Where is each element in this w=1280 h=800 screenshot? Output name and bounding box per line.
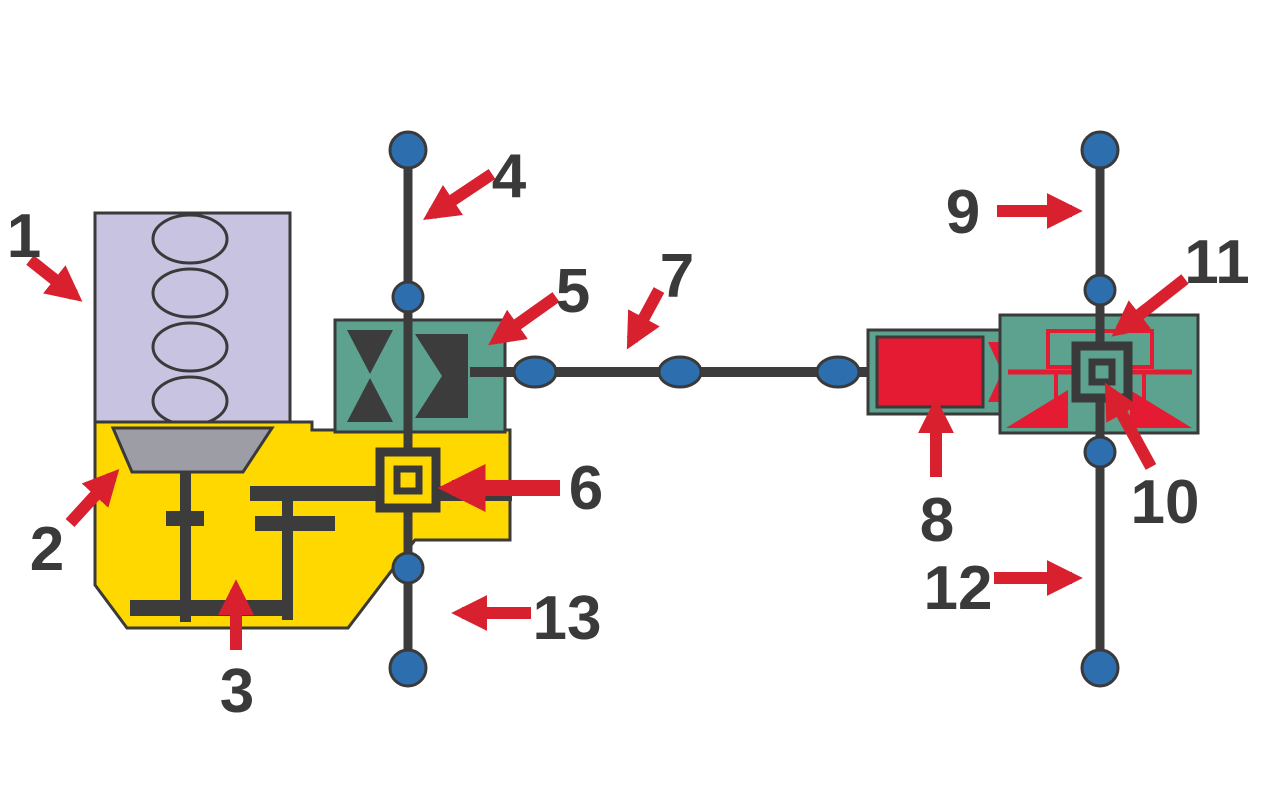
- callout-label-13: 13: [533, 584, 602, 653]
- rear-wheel-hub-top: [1080, 130, 1120, 170]
- engine-housing: [93, 211, 292, 428]
- pointer-arrow-10: [1104, 382, 1157, 470]
- front-axle-joints: [388, 130, 428, 688]
- output-gear: [415, 334, 468, 418]
- gear: [130, 600, 290, 616]
- callout-label-10: 10: [1131, 468, 1200, 537]
- u-joint: [657, 355, 703, 389]
- u-joint: [512, 355, 558, 389]
- rear-differential-center: [1071, 341, 1133, 403]
- diff-bevel-gear: [1130, 390, 1192, 428]
- engine-block: [93, 211, 292, 428]
- front-differential-core: [393, 465, 423, 495]
- cv-joint: [391, 551, 425, 585]
- front-wheel-hub-top: [388, 130, 428, 170]
- gearbox: [93, 420, 512, 630]
- pointer-arrow-5: [488, 292, 560, 346]
- cv-joint: [1083, 435, 1117, 469]
- callout-label-6: 6: [569, 454, 603, 523]
- clutch-pan: [110, 426, 275, 474]
- bevel-gear: [347, 378, 393, 422]
- pointer-arrow-1: [26, 255, 83, 302]
- callout-label-3: 3: [220, 657, 254, 726]
- gear: [255, 516, 335, 531]
- coupling-clutch: [875, 335, 985, 409]
- callout-arrows: [26, 169, 1189, 650]
- front-differential: [375, 447, 441, 513]
- callout-label-2: 2: [30, 515, 64, 584]
- pointer-arrow-11: [1111, 274, 1189, 337]
- cv-joint: [391, 280, 425, 314]
- callout-label-9: 9: [946, 178, 980, 247]
- callout-label-11: 11: [1184, 228, 1250, 297]
- rear-axle-joints: [1080, 130, 1120, 688]
- pointer-arrow-7: [626, 287, 665, 350]
- gear: [166, 511, 204, 526]
- callout-label-12: 12: [924, 554, 993, 623]
- front-wheel-hub-bottom: [388, 648, 428, 688]
- rear-differential-core: [1088, 358, 1116, 386]
- callout-label-7: 7: [660, 242, 694, 311]
- u-joint: [815, 355, 861, 389]
- bevel-gear: [347, 330, 393, 374]
- diff-bevel-gear: [1006, 390, 1068, 428]
- pointer-arrow-4: [423, 169, 496, 220]
- callout-label-4: 4: [492, 142, 527, 211]
- propeller-shaft: [470, 355, 876, 389]
- callout-label-8: 8: [920, 486, 954, 555]
- rear-wheel-hub-bottom: [1080, 648, 1120, 688]
- callout-label-1: 1: [7, 202, 41, 271]
- gear-shaft: [282, 487, 293, 620]
- engine-cylinder: [151, 321, 229, 373]
- gear-shaft: [180, 472, 191, 622]
- engine-cylinder: [151, 213, 229, 265]
- callout-label-5: 5: [556, 257, 590, 326]
- callout-numbers: 1 2 3 4 5 6 7 8 9 10 11 12 13: [7, 142, 1250, 726]
- cv-joint: [1083, 273, 1117, 307]
- engine-cylinder: [151, 267, 229, 319]
- pointer-arrow-2: [65, 469, 120, 528]
